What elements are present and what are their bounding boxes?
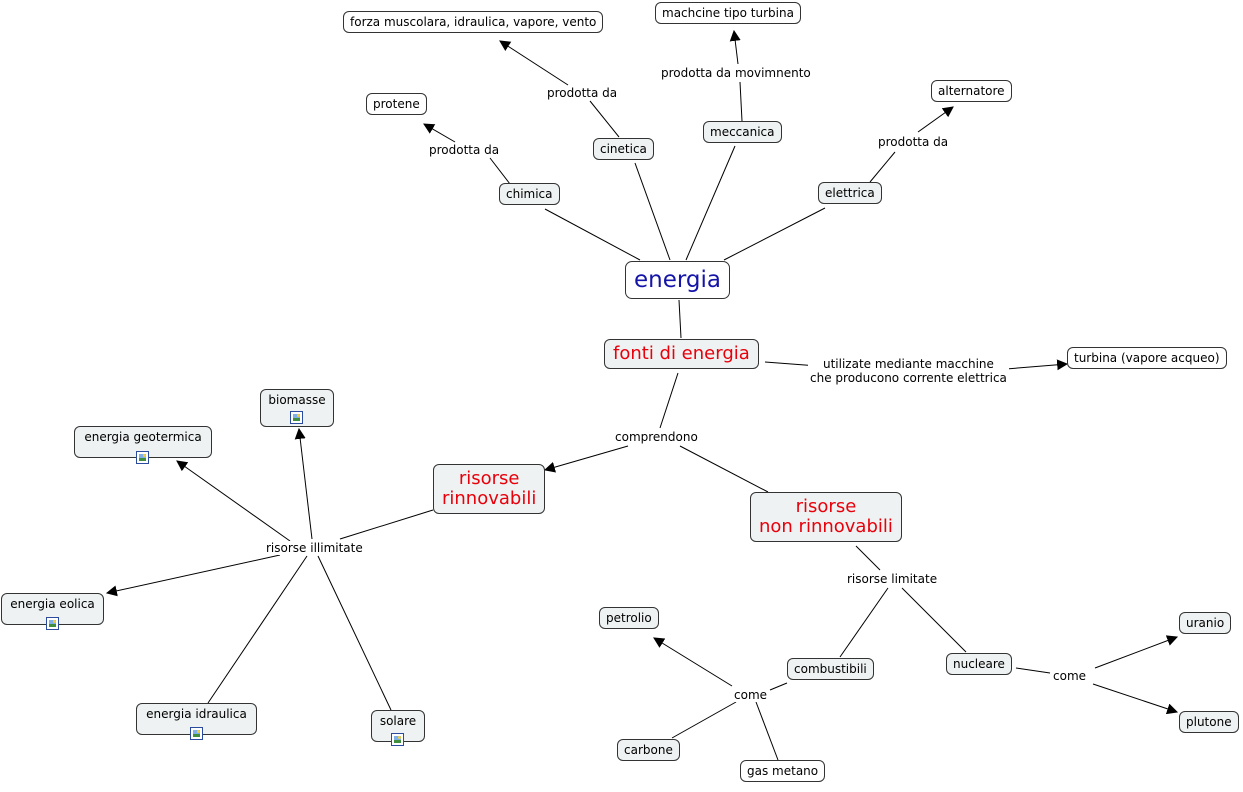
line-nucleare-come [1015, 667, 1051, 674]
node-nucleare[interactable]: nucleare [946, 653, 1012, 675]
label-prodotta-da-elettrica: prodotta da [876, 135, 951, 149]
image-icon[interactable] [46, 617, 59, 630]
label-prodotta-da-movimnento: prodotta da movimnento [659, 66, 813, 80]
node-biomasse[interactable]: biomasse [260, 389, 334, 427]
node-biomasse-label: biomasse [268, 393, 326, 407]
node-geotermica-label: energia geotermica [84, 430, 202, 444]
label-prodotta-da-chimica: prodotta da [427, 143, 502, 157]
line-energia-elettrica [723, 207, 826, 261]
node-uranio[interactable]: uranio [1179, 612, 1232, 634]
line-illimitate-idraulica [207, 555, 308, 704]
label-prodotta-da-cinetica: prodotta da [545, 86, 620, 100]
node-risorse-rinnovabili-line2: rinnovabili [442, 488, 537, 509]
line-rinnovabili-illimitate [339, 509, 434, 540]
node-risorse-rinnovabili[interactable]: risorse rinnovabili [433, 464, 546, 514]
node-cinetica[interactable]: cinetica [593, 138, 654, 160]
line-elettrica-label [869, 151, 896, 183]
line-combustibili-come [769, 682, 788, 691]
line-energia-chimica [544, 208, 641, 261]
line-limitate-combustibili [839, 587, 889, 658]
image-icon[interactable] [391, 733, 404, 746]
image-icon[interactable] [190, 727, 203, 740]
line-illimitate-geotermica [176, 460, 291, 542]
line-illimitate-solare [317, 555, 392, 711]
line-come-petrolio [653, 637, 733, 687]
line-illimitate-biomasse [294, 427, 313, 540]
label-utilizate: utilizate mediante macchine che producon… [808, 357, 1009, 385]
node-carbone[interactable]: carbone [617, 739, 680, 761]
label-risorse-illimitate: risorse illimitate [264, 541, 365, 555]
node-geotermica[interactable]: energia geotermica [74, 426, 212, 458]
label-risorse-limitate: risorse limitate [845, 572, 940, 586]
line-come-plutone [1092, 683, 1179, 715]
node-risorse-rinnovabili-line1: risorse [458, 468, 520, 489]
line-cinetica-label [589, 100, 620, 138]
label-utilizate-line2: che producono corrente elettrica [810, 371, 1007, 385]
line-label-forza [499, 40, 569, 86]
line-come-gas [755, 701, 779, 761]
node-risorse-non-rinnovabili-line1: risorse [795, 496, 857, 517]
label-come-nucleare: come [1051, 669, 1089, 683]
node-solare-label: solare [379, 714, 417, 728]
line-energia-fonti [678, 299, 682, 339]
line-nonrinnovabili-limitate [855, 545, 881, 571]
node-combustibili[interactable]: combustibili [787, 658, 874, 680]
line-comprendono-nonrinnovabili [679, 445, 769, 493]
line-chimica-label [489, 157, 511, 185]
line-label-turbina-tipo [729, 29, 741, 65]
node-elettrica[interactable]: elettrica [818, 182, 882, 204]
node-fonti[interactable]: fonti di energia [604, 339, 759, 369]
image-icon[interactable] [136, 451, 149, 464]
label-comprendono: comprendono [613, 430, 700, 444]
node-eolica-label: energia eolica [10, 597, 95, 611]
node-idraulica-label: energia idraulica [146, 707, 247, 721]
line-label-turbina-vapore [1005, 359, 1069, 371]
line-come-carbone [671, 701, 737, 739]
label-come-combustibili: come [732, 688, 770, 702]
node-forza[interactable]: forza muscolara, idraulica, vapore, vent… [343, 11, 604, 33]
node-protene[interactable]: protene [366, 93, 427, 115]
node-petrolio[interactable]: petrolio [599, 607, 659, 629]
image-icon[interactable] [290, 411, 303, 424]
line-meccanica-label [739, 81, 743, 122]
label-utilizate-line1: utilizate mediante macchine [822, 357, 994, 371]
node-energia[interactable]: energia [625, 261, 731, 299]
line-illimitate-eolica [105, 554, 281, 597]
line-come-uranio [1094, 635, 1179, 669]
node-plutone[interactable]: plutone [1179, 711, 1239, 733]
line-label-protene [423, 123, 456, 143]
node-meccanica[interactable]: meccanica [703, 121, 782, 143]
line-energia-cinetica [634, 162, 671, 261]
line-fonti-comprendono [659, 372, 679, 429]
node-alternatore[interactable]: alternatore [931, 80, 1012, 102]
node-turbina-tipo[interactable]: machcine tipo turbina [655, 2, 801, 24]
node-gas-metano[interactable]: gas metano [740, 760, 826, 782]
node-turbina-vapore[interactable]: turbina (vapore acqueo) [1067, 347, 1227, 369]
line-label-alternatore [917, 106, 954, 133]
line-energia-meccanica [685, 145, 736, 261]
line-limitate-nucleare [901, 587, 967, 653]
node-chimica[interactable]: chimica [499, 183, 560, 205]
line-comprendono-rinnovabili [543, 445, 629, 473]
node-risorse-non-rinnovabili-line2: non rinnovabili [759, 516, 893, 537]
node-risorse-non-rinnovabili[interactable]: risorse non rinnovabili [750, 492, 902, 542]
